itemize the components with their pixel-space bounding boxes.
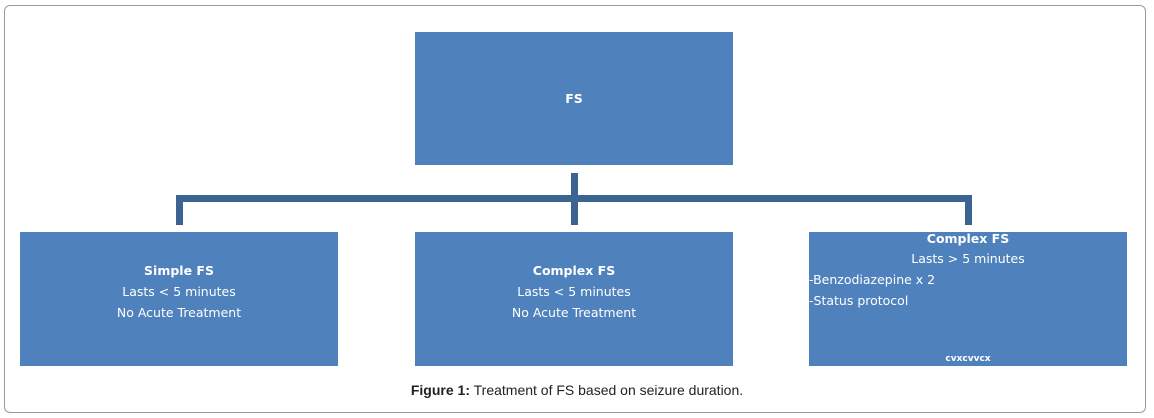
- complex-fs-long-node: Complex FS Lasts > 5 minutes -Benzodiaze…: [809, 231, 1127, 366]
- complex-fs-short-duration: Lasts < 5 minutes: [517, 284, 631, 299]
- simple-fs-duration: Lasts < 5 minutes: [122, 284, 236, 299]
- figure-caption: Figure 1: Treatment of FS based on seizu…: [0, 382, 1154, 398]
- complex-fs-long-bullet-benzodiazepine: -Benzodiazepine x 2: [809, 272, 936, 287]
- figure-caption-label: Figure 1:: [410, 382, 470, 398]
- simple-fs-treatment: No Acute Treatment: [116, 305, 242, 320]
- complex-fs-short-node: Complex FS Lasts < 5 minutes No Acute Tr…: [415, 232, 733, 366]
- simple-fs-title: Simple FS: [144, 263, 214, 278]
- connector-left-drop: [176, 195, 183, 225]
- simple-fs-node: Simple FS Lasts < 5 minutes No Acute Tre…: [20, 232, 338, 366]
- complex-fs-long-duration: Lasts > 5 minutes: [911, 251, 1025, 266]
- complex-fs-long-title: Complex FS: [926, 231, 1010, 246]
- complex-fs-long-footer: cvxcvvcx: [945, 354, 991, 364]
- figure-frame: [4, 5, 1146, 413]
- figure-caption-text: Treatment of FS based on seizure duratio…: [469, 382, 744, 398]
- root-node-label: FS: [565, 91, 583, 106]
- complex-fs-long-bullet-status-protocol: -Status protocol: [809, 293, 909, 308]
- connector-horizontal-bar: [176, 195, 972, 202]
- complex-fs-short-treatment: No Acute Treatment: [511, 305, 637, 320]
- complex-fs-short-title: Complex FS: [532, 263, 616, 278]
- connector-right-drop: [965, 195, 972, 225]
- root-node: FS: [415, 32, 733, 165]
